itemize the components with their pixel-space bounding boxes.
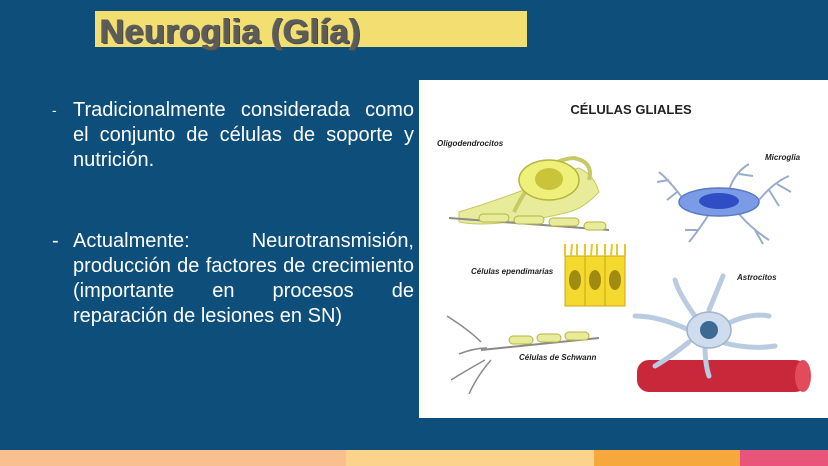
glial-cells-illustration: CÉLULAS GLIALES Oligodendrocitos Microgl… xyxy=(437,102,811,395)
bottom-bar-segment xyxy=(740,450,828,466)
label-schwann: Células de Schwann xyxy=(519,353,596,362)
label-oligodendrocitos: Oligodendrocitos xyxy=(437,139,504,148)
bottom-bar-segment xyxy=(346,450,594,466)
label-microglia: Microglia xyxy=(765,153,801,162)
oligodendrocyte-illustration: Oligodendrocitos xyxy=(437,139,610,231)
label-astrocitos: Astrocitos xyxy=(736,273,777,282)
glial-cells-figure: CÉLULAS GLIALES Oligodendrocitos Microgl… xyxy=(419,80,828,418)
label-ependimarias: Células ependimarias xyxy=(471,267,554,276)
bottom-bar-segment xyxy=(0,450,346,466)
bullet-marker: - xyxy=(52,230,59,252)
bottom-color-bar xyxy=(0,450,828,466)
schwann-cells-illustration: Células de Schwann xyxy=(446,315,600,395)
bullet-item: - Actualmente: Neurotransmisión, producc… xyxy=(52,229,414,329)
bullet-marker: - xyxy=(52,102,57,118)
bullet-list: - Tradicionalmente considerada como el c… xyxy=(52,98,414,329)
bullet-text: Tradicionalmente considerada como el con… xyxy=(73,99,414,171)
ependymal-cells-illustration: Células ependimarias xyxy=(471,243,626,307)
bullet-item: - Tradicionalmente considerada como el c… xyxy=(52,98,414,173)
microglia-illustration: Microglia xyxy=(656,153,801,245)
figure-heading: CÉLULAS GLIALES xyxy=(570,102,692,117)
bullet-text: Actualmente: Neurotransmisión, producció… xyxy=(73,230,414,327)
slide-title: Neuroglia (Glía) xyxy=(100,13,362,51)
title-highlight-bar xyxy=(95,11,527,47)
astrocyte-illustration: Astrocitos xyxy=(632,273,811,392)
bottom-bar-segment xyxy=(594,450,740,466)
